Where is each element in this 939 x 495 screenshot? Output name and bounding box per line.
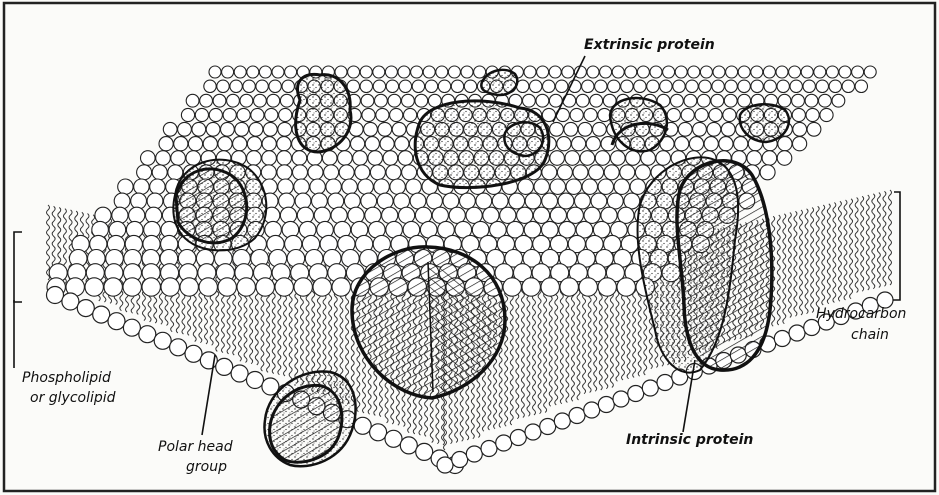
- phospholipid-bracket: [14, 232, 22, 302]
- intrinsic-protein-left: [176, 169, 247, 243]
- hydrocarbon-bracket: [893, 192, 900, 300]
- label-hydrocarbon-line2: chain: [851, 326, 889, 344]
- label-polar-head-line1: Polar head: [158, 438, 233, 456]
- label-phospholipid-line1: Phospholipid: [22, 369, 111, 387]
- label-hydrocarbon-line1: Hydrocarbon: [816, 305, 906, 323]
- label-intrinsic-protein: Intrinsic protein: [626, 431, 753, 449]
- label-extrinsic-protein: Extrinsic protein: [584, 36, 715, 54]
- extrinsic-protein-blob: [296, 74, 351, 152]
- extrinsic-protein-far-right: [740, 104, 789, 142]
- label-polar-head-line2: group: [186, 458, 227, 476]
- label-phospholipid-line2: or glycolipid: [30, 389, 116, 407]
- extrinsic-protein-oval: [415, 101, 549, 188]
- intrinsic-protein-right: [677, 161, 772, 370]
